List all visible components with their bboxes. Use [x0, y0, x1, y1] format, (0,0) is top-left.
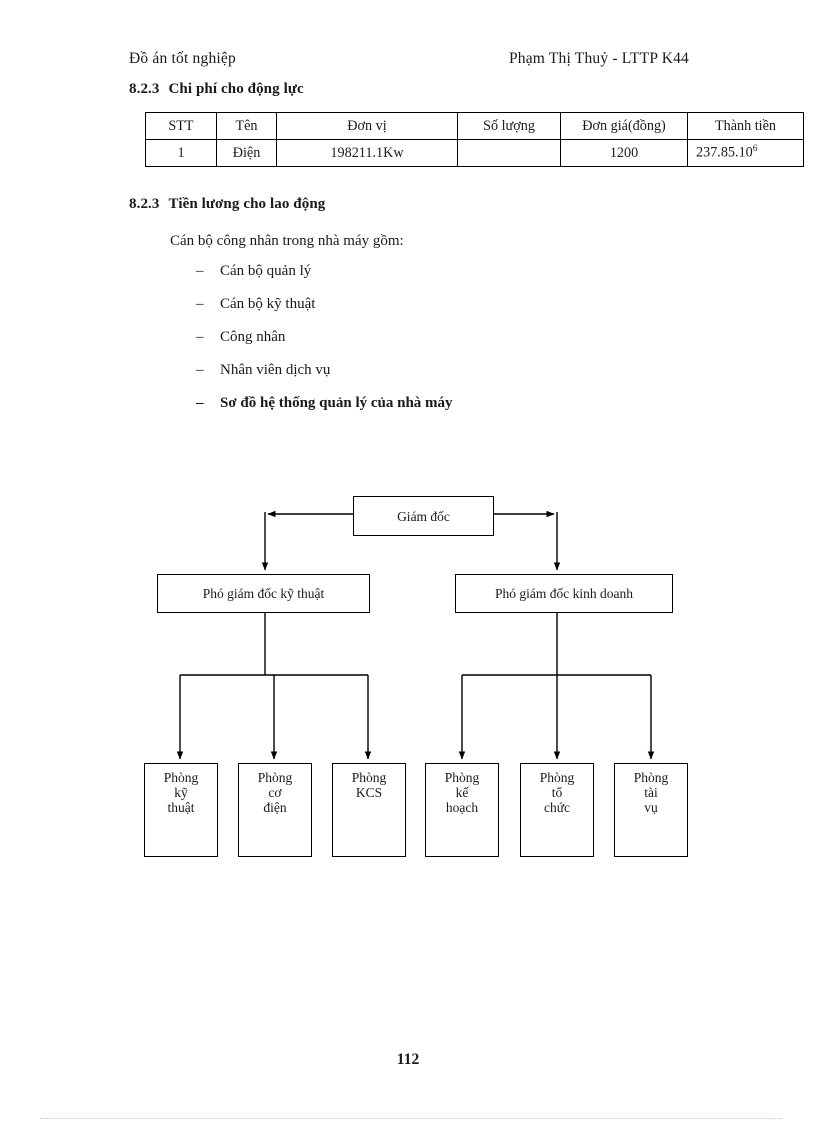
list-item: – Nhân viên dịch vụ	[196, 362, 616, 395]
section-number: 8.2.3	[129, 196, 160, 212]
cell-soluong	[457, 139, 561, 167]
cell-thanhtien: 237.85.106	[687, 139, 804, 167]
list-item: – Cán bộ quản lý	[196, 263, 616, 296]
section-title: Tiền lương cho lao động	[168, 196, 326, 212]
dash-icon: –	[196, 362, 204, 378]
header-cell-thanhtien: Thành tiền	[687, 112, 804, 140]
cost-table: STT Tên Đơn vị Số lượng Đơn giá(đồng) Th…	[145, 112, 804, 167]
dash-icon: –	[196, 263, 204, 279]
page-number: 112	[396, 1051, 420, 1068]
org-node-department: Phòng kỹ thuật	[144, 763, 218, 857]
org-node-department: Phòng KCS	[332, 763, 406, 857]
header-cell-dongia: Đơn giá(đồng)	[560, 112, 688, 140]
cell-thanhtien-base: 237.85.10	[696, 144, 753, 161]
bullet-list: – Cán bộ quản lý – Cán bộ kỹ thuật – Côn…	[196, 263, 616, 428]
section-heading-wages: 8.2.3 Tiền lương cho lao động	[129, 196, 325, 213]
dash-icon: –	[196, 329, 204, 345]
list-item: – Cán bộ kỹ thuật	[196, 296, 616, 329]
list-item-label: Cán bộ kỹ thuật	[220, 296, 316, 312]
lead-paragraph: Cán bộ công nhân trong nhà máy gồm:	[170, 233, 404, 249]
list-item-label: Cán bộ quản lý	[220, 263, 312, 279]
section-heading-cost: 8.2.3 Chi phí cho động lực	[129, 81, 304, 98]
dash-icon: –	[196, 395, 204, 411]
org-node-department: Phòng cơ điện	[238, 763, 312, 857]
section-number: 8.2.3	[129, 81, 160, 97]
list-item-label: Sơ đồ hệ thống quản lý của nhà máy	[220, 395, 453, 411]
section-title: Chi phí cho động lực	[168, 81, 304, 97]
list-item-label: Công nhân	[220, 329, 286, 345]
org-node-department: Phòng kế hoạch	[425, 763, 499, 857]
org-node-deputy-business: Phó giám đốc kinh doanh	[455, 574, 673, 613]
running-head-left: Đồ án tốt nghiệp	[129, 50, 236, 67]
org-node-department: Phòng tài vụ	[614, 763, 688, 857]
running-head: Đồ án tốt nghiệp Phạm Thị Thuỷ - LTTP K4…	[129, 50, 689, 68]
cell-ten: Điện	[216, 139, 277, 167]
table-header-row: STT Tên Đơn vị Số lượng Đơn giá(đồng) Th…	[145, 112, 804, 140]
list-item: – Công nhân	[196, 329, 616, 362]
cell-donvi: 198211.1Kw	[276, 139, 458, 167]
cell-stt: 1	[145, 139, 217, 167]
header-cell-soluong: Số lượng	[457, 112, 561, 140]
cell-thanhtien-exponent: 6	[752, 144, 758, 155]
org-node-deputy-technical: Phó giám đốc kỹ thuật	[157, 574, 370, 613]
header-cell-donvi: Đơn vị	[276, 112, 458, 140]
running-head-right: Phạm Thị Thuỷ - LTTP K44	[508, 50, 689, 67]
dash-icon: –	[196, 296, 204, 312]
table-row: 1 Điện 198211.1Kw 1200 237.85.106	[145, 139, 804, 167]
footer-divider	[40, 1118, 782, 1120]
list-item-label: Nhân viên dịch vụ	[220, 362, 331, 378]
org-node-department: Phòng tổ chức	[520, 763, 594, 857]
list-item: – Sơ đồ hệ thống quản lý của nhà máy	[196, 395, 616, 428]
org-node-director: Giám đốc	[353, 496, 494, 536]
header-cell-stt: STT	[145, 112, 217, 140]
cell-dongia: 1200	[560, 139, 688, 167]
